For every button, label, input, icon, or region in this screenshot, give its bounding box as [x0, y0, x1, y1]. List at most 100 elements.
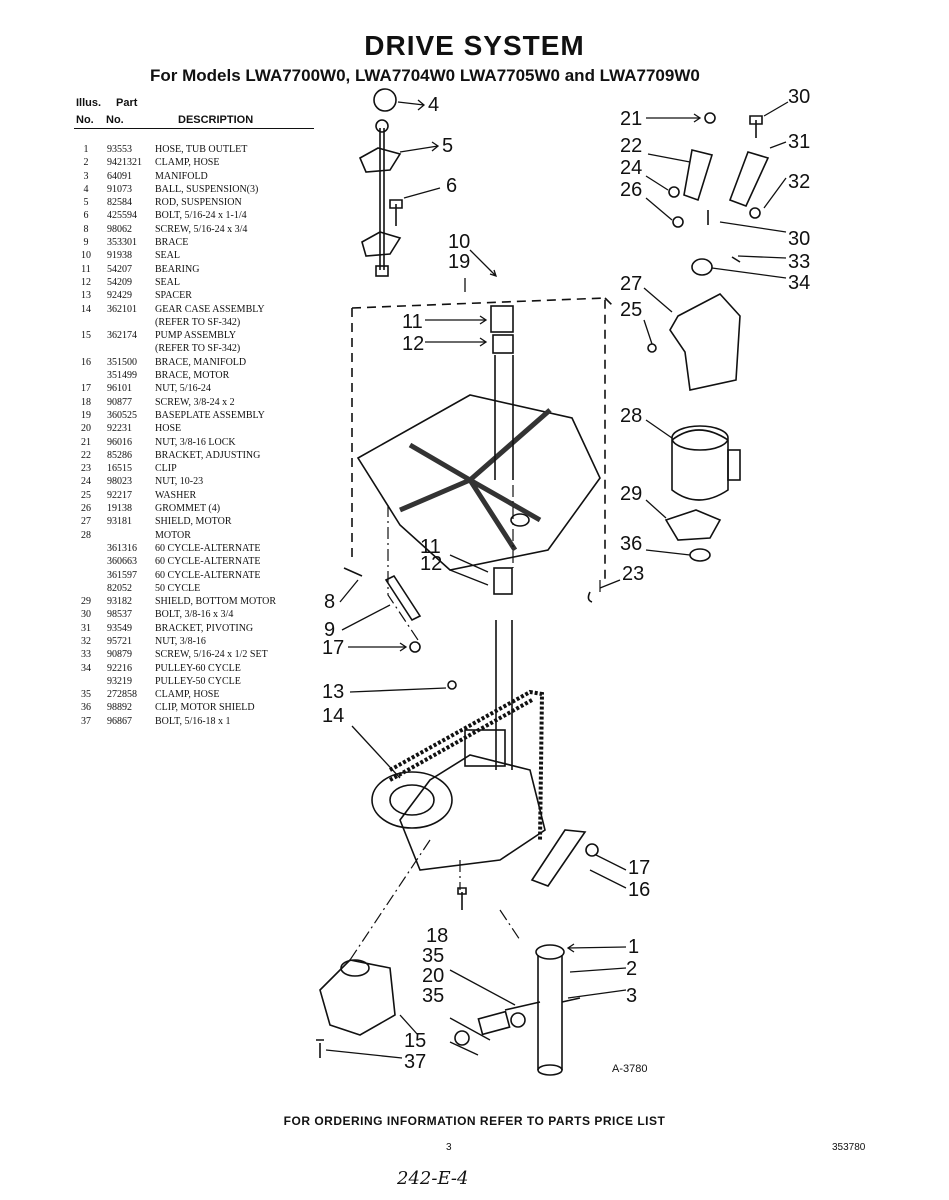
- motor-shield: [669, 293, 741, 391]
- part-number: 361597: [107, 569, 137, 581]
- table-row: 33 90879 SCREW, 5/16-24 x 1/2 SET: [76, 648, 336, 661]
- part-description: WASHER: [155, 489, 197, 501]
- part-number: 90877: [107, 396, 132, 408]
- part-number: 96101: [107, 383, 132, 395]
- illus-number: 25: [81, 489, 91, 501]
- part-number: 98062: [107, 223, 132, 235]
- part-description: (REFER TO SF-342): [155, 316, 241, 328]
- table-row: (REFER TO SF-342): [76, 316, 336, 329]
- part-description: MOTOR: [155, 529, 191, 541]
- callout-18: 18: [426, 925, 448, 947]
- callout-12-top: 12: [402, 333, 424, 355]
- illus-number: 33: [81, 649, 91, 661]
- models-subtitle: For Models LWA7700W0, LWA7704W0 LWA7705W…: [150, 66, 700, 85]
- table-row: 28 MOTOR: [76, 529, 336, 542]
- part-number: 92429: [107, 290, 132, 302]
- callout-25: 25: [620, 299, 642, 321]
- part-number: 92216: [107, 662, 132, 674]
- header-illus-bottom: No.: [76, 114, 94, 126]
- part-description: SEAL: [155, 250, 180, 262]
- callout-35-top: 35: [422, 945, 444, 967]
- header-rule: [74, 128, 314, 129]
- part-number: 85286: [107, 449, 132, 461]
- callout-31: 31: [788, 131, 810, 153]
- part-number: 92217: [107, 489, 132, 501]
- part-number: 360525: [107, 409, 137, 421]
- part-description: SHIELD, BOTTOM MOTOR: [155, 596, 277, 608]
- callout-5: 5: [442, 135, 453, 157]
- illus-number: 30: [81, 609, 91, 621]
- gear-case-pulley: [371, 771, 453, 829]
- illus-number: 18: [81, 396, 91, 408]
- part-description: BOLT, 5/16-24 x 1-1/4: [155, 210, 247, 222]
- part-description: BALL, SUSPENSION(3): [155, 183, 259, 195]
- illus-number: 27: [81, 516, 91, 528]
- callout-36: 36: [620, 533, 642, 555]
- part-description: NUT, 10-23: [155, 476, 204, 488]
- table-row: 360663 60 CYCLE-ALTERNATE: [76, 555, 336, 568]
- part-number: 9421321: [107, 157, 142, 169]
- callout-21: 21: [620, 108, 642, 130]
- pivoting-bracket: [728, 151, 770, 208]
- callout-8: 8: [324, 591, 335, 613]
- callout-20: 20: [422, 965, 444, 987]
- illus-number: 10: [81, 250, 91, 262]
- gear-case: [399, 754, 546, 871]
- illus-number: 31: [81, 622, 91, 634]
- callout-2: 2: [626, 958, 637, 980]
- part-description: PUMP ASSEMBLY: [155, 330, 237, 342]
- callout-27: 27: [620, 273, 642, 295]
- part-description: HOSE: [155, 423, 182, 435]
- part-number: 98023: [107, 476, 132, 488]
- part-number: 425594: [107, 210, 137, 222]
- callout-13: 13: [322, 681, 344, 703]
- callout-17-left: 17: [322, 637, 344, 659]
- part-number: 353301: [107, 237, 137, 249]
- part-number: 272858: [107, 689, 137, 701]
- illus-number: 2: [83, 157, 89, 169]
- callout-4: 4: [428, 94, 439, 116]
- motor-pulley: [691, 258, 713, 276]
- part-description: CLAMP, HOSE: [155, 157, 220, 169]
- part-description: BRACE, MANIFOLD: [155, 356, 247, 368]
- table-row: 2 9421321 CLAMP, HOSE: [76, 156, 336, 169]
- part-description: BRACE, MOTOR: [155, 370, 230, 382]
- screw-8: [343, 567, 363, 577]
- part-number: 93549: [107, 622, 132, 634]
- part-number: 54209: [107, 276, 132, 288]
- callout-9: 9: [324, 619, 335, 641]
- part-description: 60 CYCLE-ALTERNATE: [155, 556, 261, 568]
- part-description: BOLT, 3/8-16 x 3/4: [155, 609, 234, 621]
- header-description: DESCRIPTION: [178, 114, 254, 126]
- part-number: 351500: [107, 356, 137, 368]
- part-number: 360663: [107, 556, 137, 568]
- part-number: 90879: [107, 649, 132, 661]
- part-description: SPACER: [155, 290, 192, 302]
- rod-top-bracket: [358, 147, 402, 173]
- table-row: 13 92429 SPACER: [76, 289, 336, 302]
- callout-34: 34: [788, 272, 810, 294]
- illus-number: 36: [81, 702, 91, 714]
- part-description: PULLEY-60 CYCLE: [155, 662, 241, 674]
- part-number: 93182: [107, 596, 132, 608]
- callout-23: 23: [622, 563, 644, 585]
- part-description: CLAMP, HOSE: [155, 689, 220, 701]
- part-description: 50 CYCLE: [155, 582, 201, 594]
- part-description: SCREW, 5/16-24 x 1/2 SET: [155, 649, 268, 661]
- illus-number: 13: [81, 290, 91, 302]
- illus-number: 28: [81, 529, 91, 541]
- illus-number: 34: [81, 662, 91, 674]
- part-description: BRACKET, ADJUSTING: [155, 449, 261, 461]
- callout-37: 37: [404, 1051, 426, 1073]
